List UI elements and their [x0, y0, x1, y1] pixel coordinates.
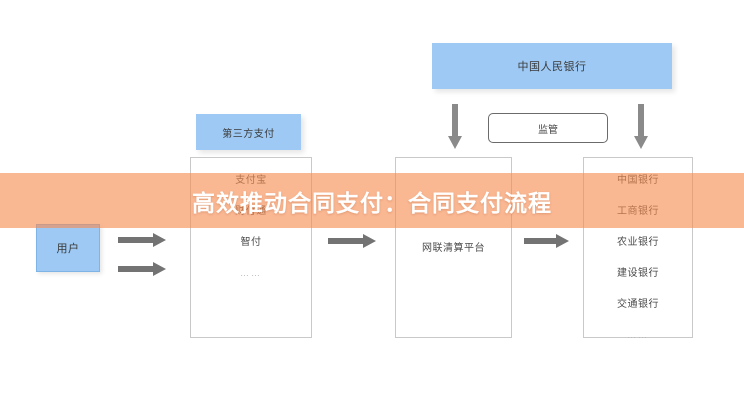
node-third-party-header: 第三方支付 — [196, 114, 301, 150]
node-regulation: 监管 — [488, 113, 608, 143]
list-item: 建设银行 — [617, 268, 659, 279]
arrow-third-party-to-clearing-icon — [328, 234, 376, 248]
list-item: …… — [240, 268, 262, 278]
node-user-label: 用户 — [56, 243, 80, 255]
arrow-head — [556, 234, 569, 248]
arrow-shaft — [452, 104, 458, 138]
arrow-central-bank-to-banks-icon — [634, 104, 648, 149]
arrow-head — [634, 136, 648, 149]
arrow-head — [153, 233, 166, 247]
arrow-head — [153, 262, 166, 276]
arrow-clearing-to-banks-icon — [524, 234, 569, 248]
node-user: 用户 — [36, 224, 100, 272]
list-item: …… — [627, 330, 649, 340]
arrow-head — [363, 234, 376, 248]
node-regulation-label: 监管 — [538, 124, 558, 136]
arrow-shaft — [638, 104, 644, 138]
arrow-shaft — [118, 266, 155, 272]
arrow-user-to-third-party-bottom-icon — [118, 262, 166, 276]
column-third-party-payment: 支付宝 财付通 智付 …… — [190, 157, 312, 338]
arrow-central-bank-to-clearing-icon — [448, 104, 462, 149]
node-central-bank: 中国人民银行 — [432, 43, 672, 89]
list-item: 财付通 — [235, 206, 267, 217]
arrow-head — [448, 136, 462, 149]
arrow-shaft — [118, 237, 155, 243]
arrow-shaft — [328, 238, 365, 244]
list-item: 网联清算平台 — [422, 243, 485, 254]
arrow-user-to-third-party-top-icon — [118, 233, 166, 247]
column-banks: 中国银行 工商银行 农业银行 建设银行 交通银行 …… — [583, 157, 693, 340]
node-third-party-header-label: 第三方支付 — [222, 128, 275, 140]
list-item: 交通银行 — [617, 299, 659, 310]
list-item: 农业银行 — [617, 237, 659, 248]
list-item: 中国银行 — [617, 175, 659, 186]
list-item: 工商银行 — [617, 206, 659, 217]
column-clearing-platform: 网联清算平台 — [395, 157, 512, 338]
list-item: 智付 — [240, 237, 262, 248]
arrow-shaft — [524, 238, 558, 244]
node-central-bank-label: 中国人民银行 — [517, 61, 587, 73]
list-item: 支付宝 — [235, 175, 267, 186]
